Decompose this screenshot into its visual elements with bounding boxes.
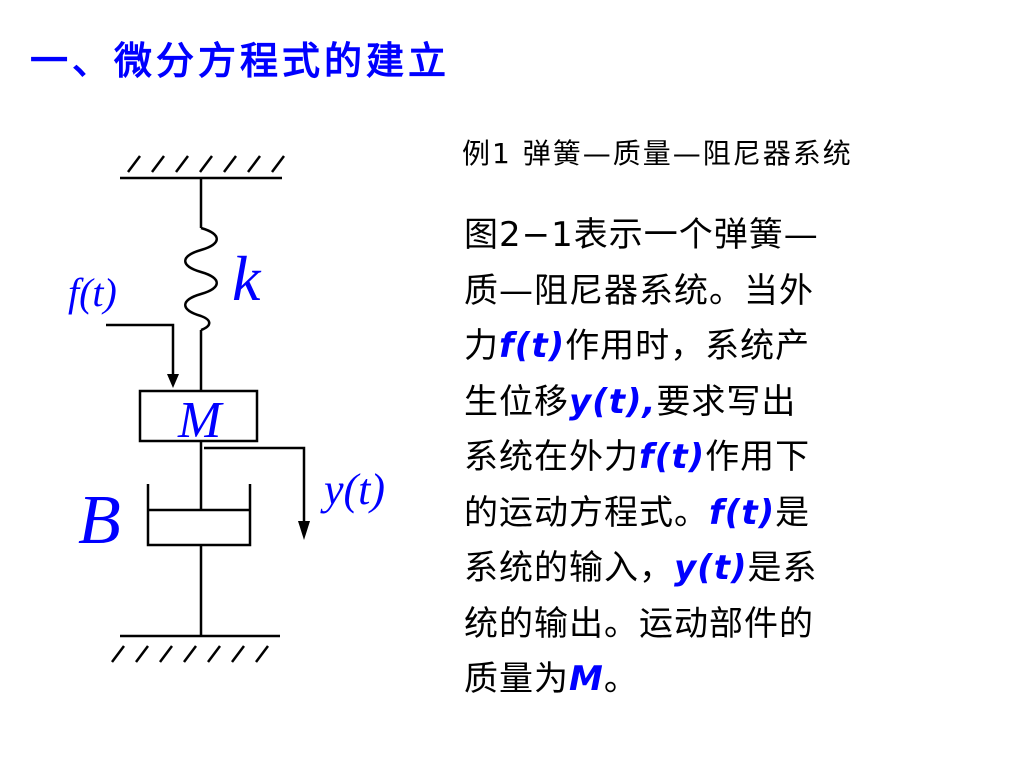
description-text-segment: 是系 (747, 548, 818, 588)
description-line: 力f(t)作用时，系统产 (464, 319, 934, 375)
displacement-arrow-head (298, 521, 310, 540)
mass-label: M (177, 392, 224, 449)
displacement-arrow-line (204, 446, 306, 525)
description-line: 质量为M。 (464, 652, 934, 708)
damper-label: B (78, 482, 121, 559)
force-arrow-head (167, 374, 179, 388)
example-heading: 例1 弹簧—质量—阻尼器系统 (462, 137, 853, 170)
description-text-segment: 作用时，系统产 (565, 326, 811, 366)
description-text-segment: 生位移 (464, 381, 569, 422)
description-line: 生位移y(t),要求写出 (464, 375, 934, 431)
description-text: 图2−1表示一个弹簧—质—阻尼器系统。当外力f(t)作用时，系统产生位移y(t)… (464, 208, 934, 708)
highlighted-symbol: f(t) (639, 437, 706, 477)
description-text-segment: 统的输出。运动部件的 (464, 603, 814, 644)
damper-cylinder (146, 484, 252, 547)
description-text-segment: 系统的输入， (464, 548, 674, 588)
description-line: 系统在外力f(t)作用下 (464, 430, 934, 486)
description-text-segment: 力 (464, 326, 499, 366)
description-text-segment: 图2−1表示一个弹簧— (464, 215, 819, 255)
description-text-segment: 是 (775, 492, 811, 533)
description-text-segment: 的运动方程式。 (464, 492, 709, 533)
description-line: 系统的输入，y(t)是系 (464, 541, 934, 597)
bottom-support-hatch (111, 645, 269, 663)
description-text-segment: 。 (603, 659, 639, 699)
slide-title: 一、微分方程式的建立 (30, 39, 451, 83)
mass-block (138, 389, 259, 443)
description-line: 的运动方程式。f(t)是 (464, 486, 934, 542)
force-label: f(t) (68, 270, 117, 315)
highlighted-symbol: y(t) (674, 548, 748, 588)
displacement-label: y(t) (320, 465, 385, 514)
description-text-segment: 系统在外力 (464, 437, 639, 477)
force-arrow-line (106, 323, 175, 378)
description-line: 图2−1表示一个弹簧— (464, 208, 934, 264)
description-text-segment: 质—阻尼器系统。当外 (464, 270, 814, 311)
highlighted-symbol: f(t) (709, 492, 776, 533)
highlighted-symbol: M (569, 659, 604, 699)
spring-label: k (232, 243, 262, 314)
top-support-hatch (127, 155, 285, 173)
description-text-segment: 质量为 (464, 659, 569, 699)
highlighted-symbol: f(t) (499, 326, 566, 366)
highlighted-symbol: y(t), (569, 381, 657, 422)
spring (184, 226, 218, 332)
description-text-segment: 要求写出 (656, 381, 797, 422)
description-line: 质—阻尼器系统。当外 (464, 264, 934, 320)
description-text-segment: 作用下 (705, 437, 811, 477)
description-line: 统的输出。运动部件的 (464, 597, 934, 653)
